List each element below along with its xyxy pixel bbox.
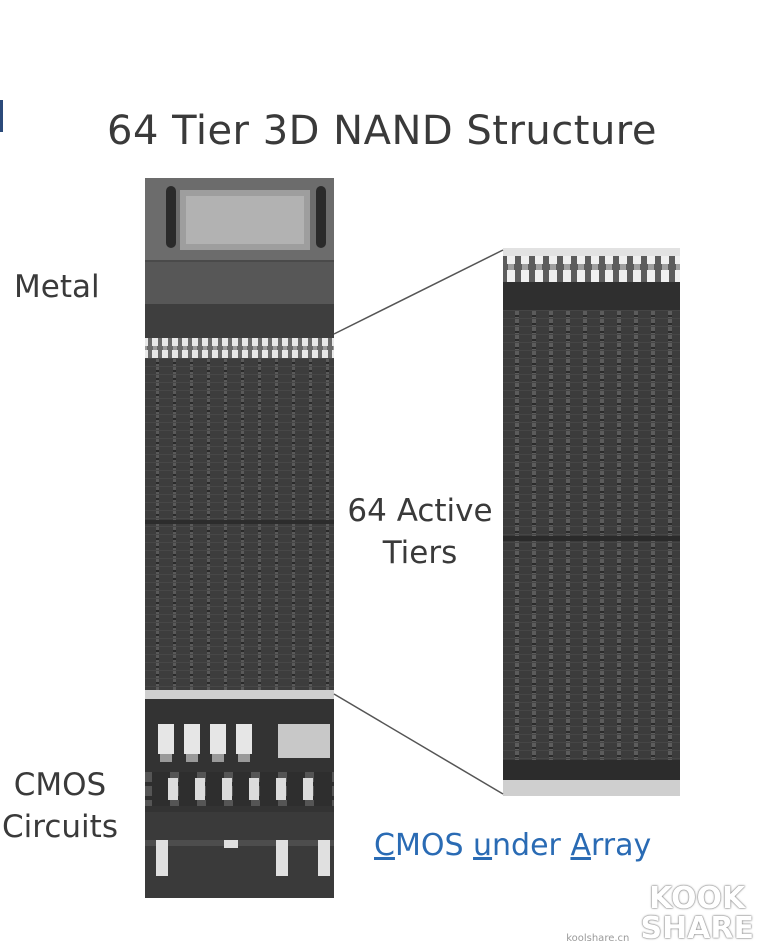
page-title: 64 Tier 3D NAND Structure	[107, 108, 657, 154]
label-metal: Metal	[14, 269, 100, 305]
right-sem-zoom	[503, 248, 680, 796]
label-cmos-line2: Circuits	[2, 809, 118, 845]
label-cmos-line1: CMOS	[13, 767, 107, 803]
caption-part: MOS	[394, 828, 474, 863]
label-active-tiers: 64 Active Tiers	[340, 490, 500, 574]
caption-part: rray	[590, 828, 652, 863]
slide-edge-marker	[0, 100, 3, 132]
left-sem-column	[145, 178, 334, 898]
zoom-line-top	[333, 249, 504, 335]
label-cmos-circuits: CMOS Circuits	[0, 764, 120, 848]
watermark-logo: KOOK SHARE	[640, 884, 754, 944]
caption-cmos-under-array: CMOS under Array	[374, 828, 651, 863]
caption-part: u	[473, 828, 493, 863]
label-active-tiers-line2: Tiers	[382, 535, 458, 571]
watermark-logo-top: KOOK	[649, 881, 746, 916]
watermark-url: koolshare.cn	[566, 933, 630, 944]
watermark-logo-bottom: SHARE	[640, 911, 754, 946]
caption-part: nder	[492, 828, 571, 863]
caption-part: A	[570, 828, 591, 863]
caption-part: C	[374, 828, 395, 863]
label-active-tiers-line1: 64 Active	[347, 493, 493, 529]
watermark: koolshare.cn KOOK SHARE	[566, 884, 754, 945]
zoom-line-bottom	[333, 693, 504, 795]
